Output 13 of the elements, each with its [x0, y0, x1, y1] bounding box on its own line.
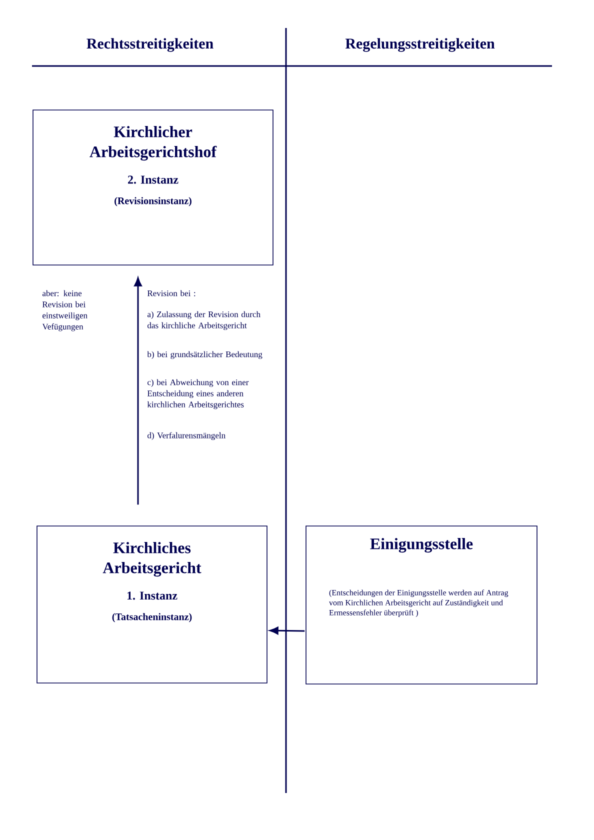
arrow: [270, 626, 305, 635]
note-text: c) bei Abweichung von einer Entscheidung eines anderen kirchlichen Arbeitsgerichtes: [147, 379, 249, 410]
arrow: [134, 278, 142, 505]
note-text: aber: keine Revision bei einstweiligen Vefügungen: [42, 290, 88, 332]
note-text: Revision bei :: [147, 290, 196, 296]
note-text: b) bei grundsätzlicher Bedeutung: [147, 351, 262, 359]
note-text: d) Verfalurensmängeln: [148, 432, 226, 440]
court-box: Kirchlicher Arbeitsgerichtshof 2. Instanz (Revisionsinstanz): [32, 110, 274, 266]
court-box: Kirchliches Arbeitsgericht 1. Instanz (Tatsacheninstanz): [36, 526, 268, 684]
column-heading: Regelungsstreitigkeiten: [345, 38, 495, 52]
column-heading: Rechtsstreitigkeiten: [86, 38, 214, 52]
note-text: a) Zulassung der Revision durch das kirchliche Arbeitsgericht: [148, 311, 260, 330]
court-box: Einigungsstelle (Entscheidungen der Einigungsstelle werden auf Antrag vom Kirchlichen Arbeitsgericht auf Zuständigkeit und Ermessensfehler überprüft ): [306, 526, 538, 684]
